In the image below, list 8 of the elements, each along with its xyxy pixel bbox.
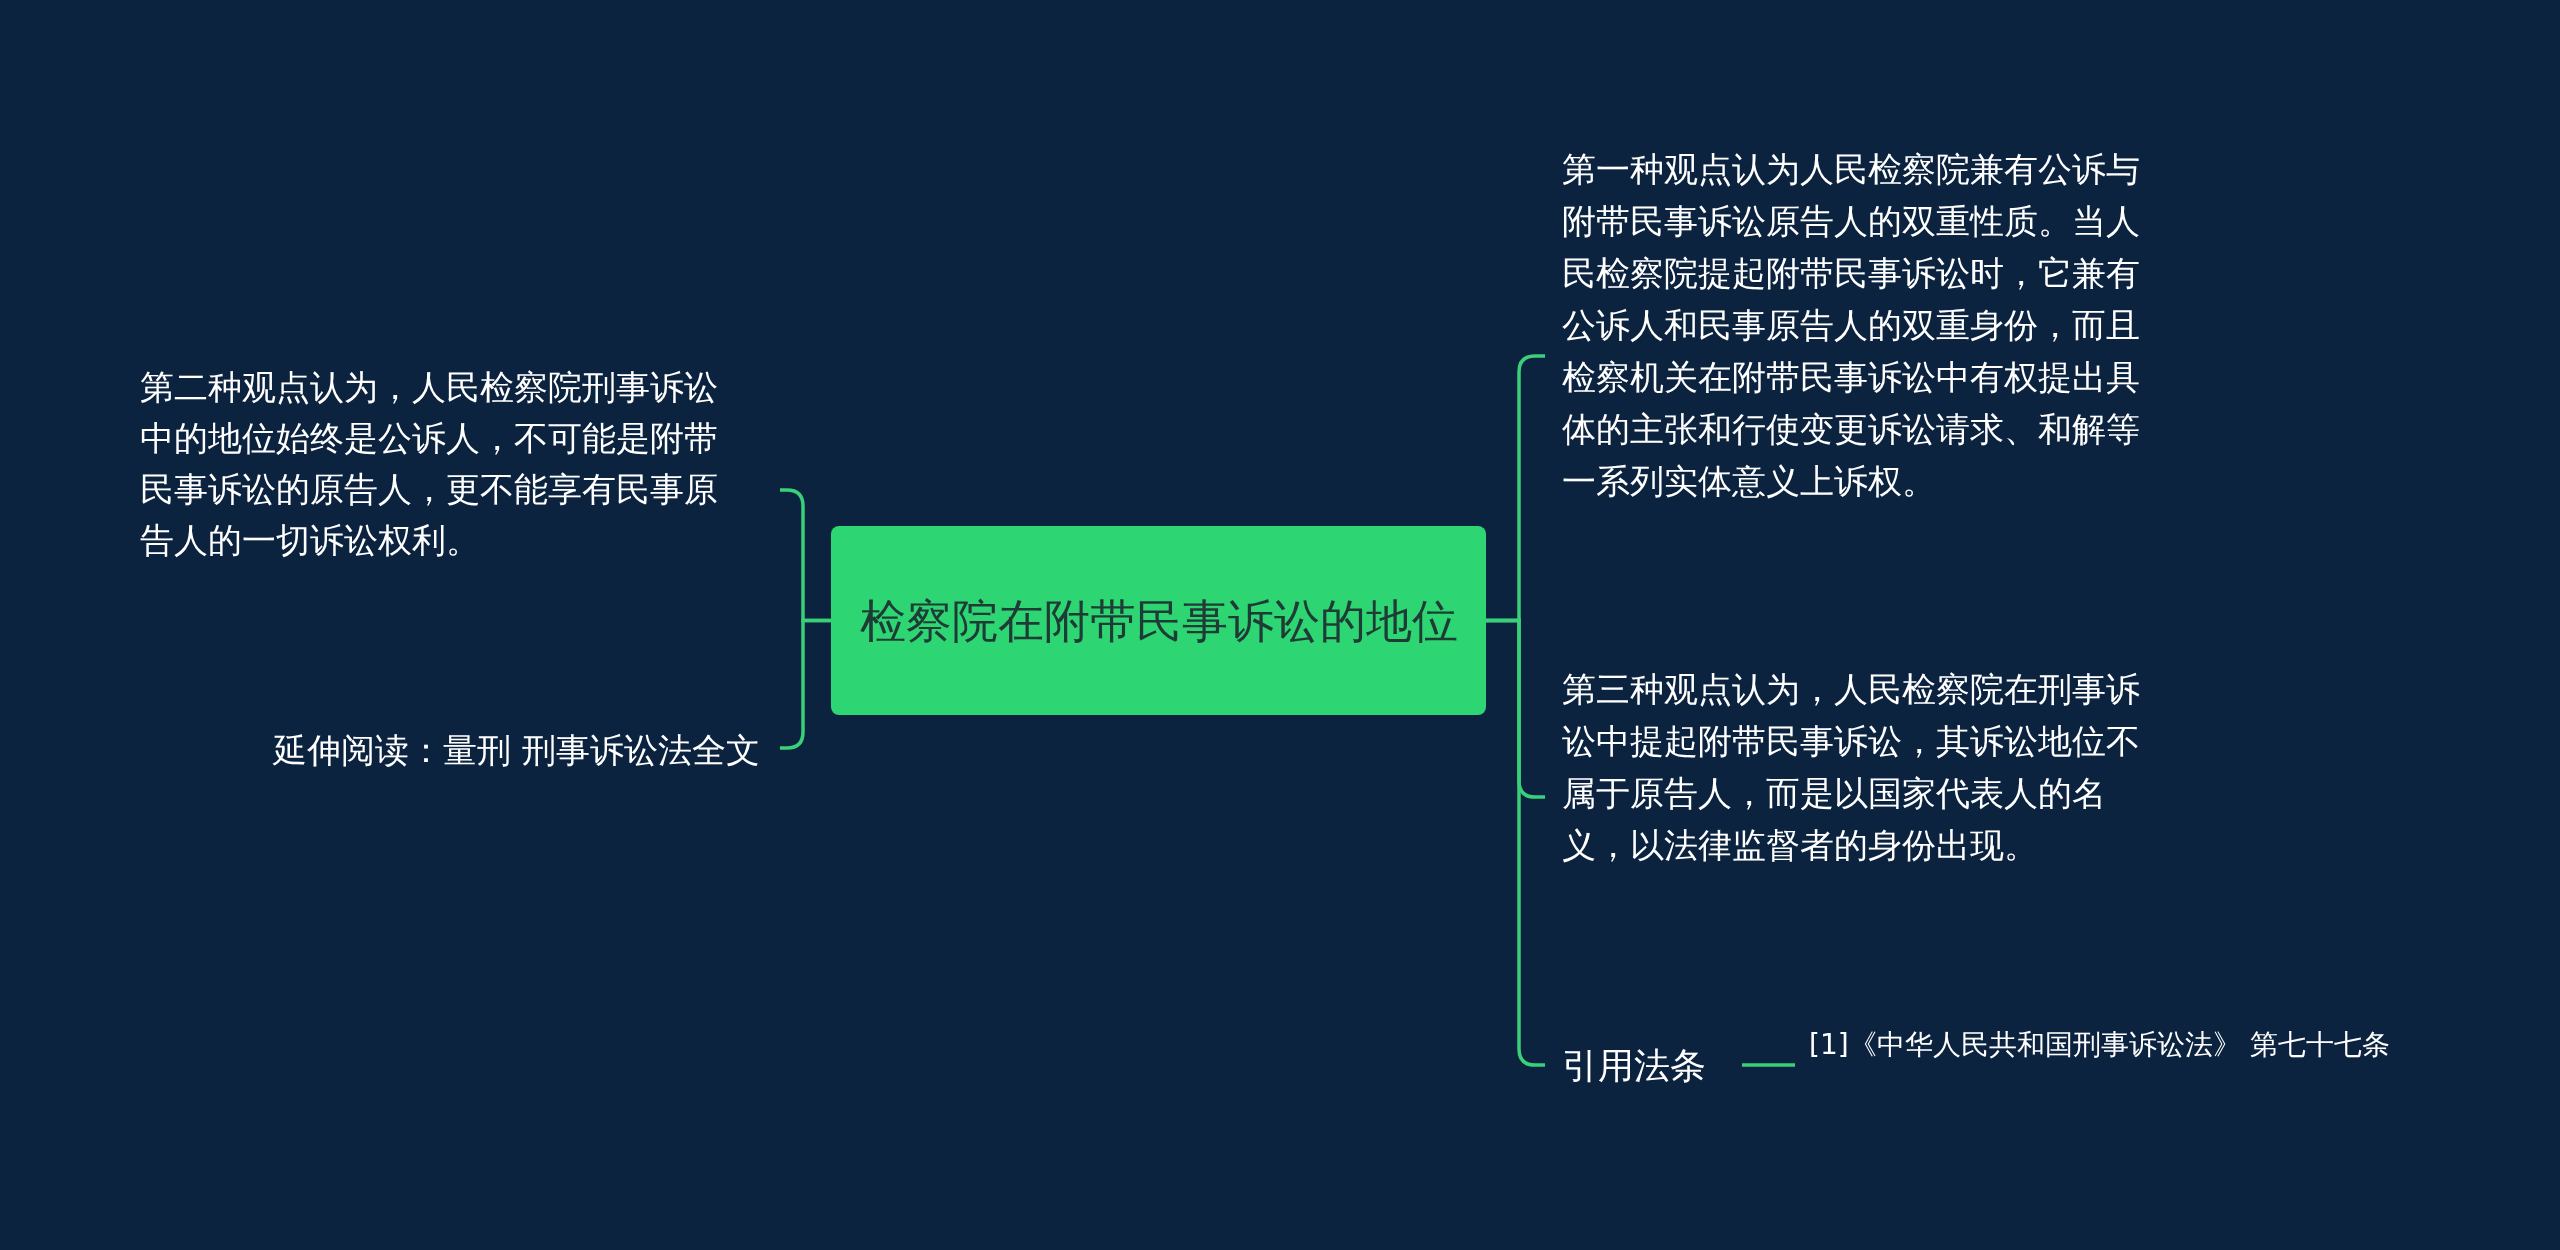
branch-text: 延伸阅读：量刑 刑事诉讼法全文 bbox=[272, 729, 760, 772]
branch-text: 第三种观点认为，人民检察院在刑事诉讼中提起附带民事诉讼，其诉讼地位不属于原告人，而是以国家代表人的名义，以法律监督者的身份出现。 bbox=[1562, 668, 2141, 867]
branch-text: 引用法条 bbox=[1562, 1044, 1707, 1088]
topic-box: 检察院在附带民事诉讼的地位 bbox=[831, 526, 1486, 715]
citation-text: [1]《中华人民共和国刑事诉讼法》 第七十七条 bbox=[1809, 1027, 2391, 1063]
branch-text: 第二种观点认为，人民检察院刑事诉讼中的地位始终是公诉人，不可能是附带民事诉讼的原告人，更不能享有民事原告人的一切诉讼权利。 bbox=[140, 366, 719, 562]
connector-line bbox=[1742, 1063, 1795, 1067]
branch-text: 第一种观点认为人民检察院兼有公诉与附带民事诉讼原告人的双重性质。当人民检察院提起附带民事诉讼时，它兼有公诉人和民事原告人的双重身份，而且检察机关在附带民事诉讼中有权提出具体的主张和行使变更诉讼请求、和解等一系列实体意义上诉权。 bbox=[1562, 148, 2141, 503]
